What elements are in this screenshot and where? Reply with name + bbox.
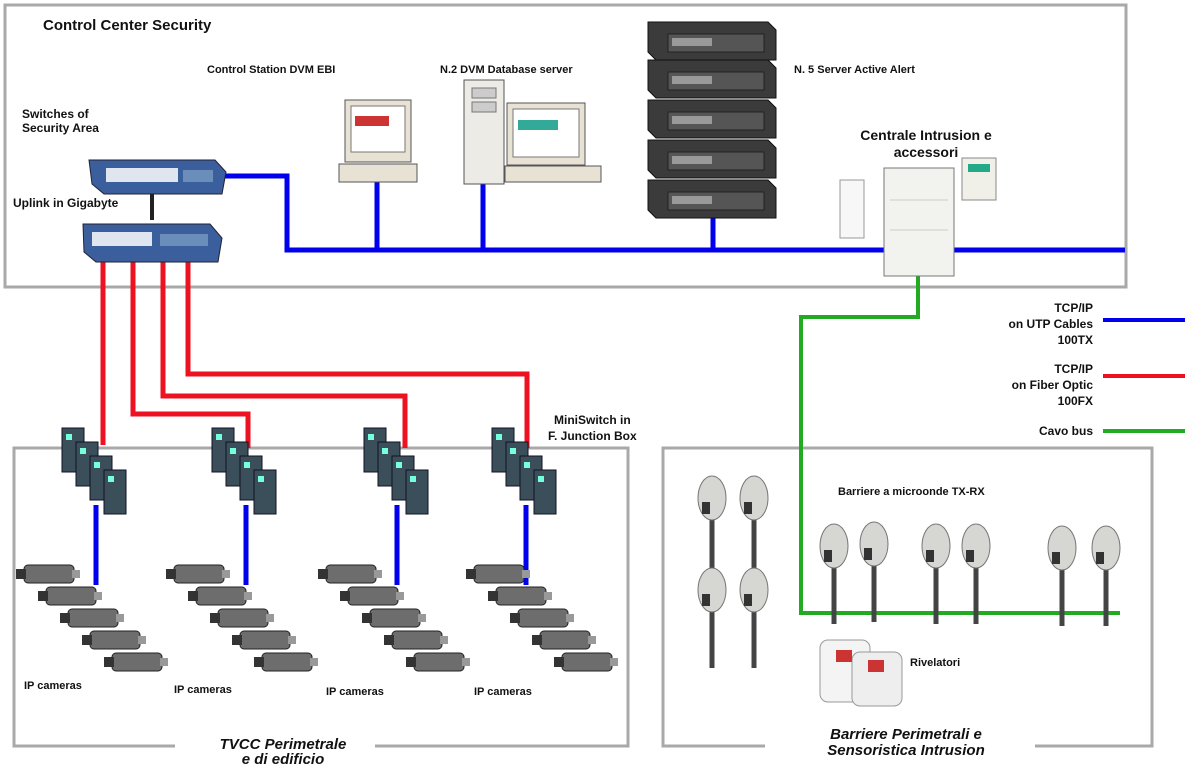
utp-network-lines — [93, 173, 1125, 585]
ip-camera — [166, 564, 230, 584]
microwave-barrier-8 — [961, 523, 991, 624]
control-center-frame — [3, 3, 1128, 289]
ip-camera — [16, 564, 80, 584]
ip-camera — [340, 586, 404, 606]
ip-camera — [466, 564, 530, 584]
legend-fiber-line1: TCP/IP — [1054, 362, 1093, 376]
barriere-area-title-line1: Barriere Perimetrali e — [830, 726, 982, 743]
barriere-label: Barriere a microonde TX-RX — [838, 486, 985, 498]
microwave-barrier-1 — [697, 475, 727, 576]
ip-camera — [210, 608, 274, 628]
microwave-barrier-2 — [739, 475, 769, 576]
microwave-barrier-7 — [921, 523, 951, 624]
ip-camera — [60, 608, 124, 628]
legend-fiber-line2: on Fiber Optic — [1012, 378, 1094, 392]
legend: TCP/IP on UTP Cables 100TX TCP/IP on Fib… — [1009, 301, 1185, 438]
switches-label-line2: Security Area — [22, 121, 99, 135]
active-alert-label: N. 5 Server Active Alert — [794, 64, 915, 76]
legend-utp-line3: 100TX — [1058, 333, 1093, 347]
ip-camera-group-1 — [16, 564, 168, 672]
mini-switch-3 — [363, 427, 429, 515]
ip-camera — [406, 652, 470, 672]
mini-switch-4 — [491, 427, 557, 515]
ip-camera — [488, 586, 552, 606]
microwave-barrier-3 — [697, 567, 727, 668]
centrale-label-line2: accessori — [894, 144, 959, 160]
control-station-label: Control Station DVM EBI — [207, 64, 335, 76]
centrale-label-line1: Centrale Intrusion e — [860, 127, 992, 143]
intrusion-detectors — [819, 639, 903, 707]
miniswitch-label-line2: F. Junction Box — [548, 429, 637, 443]
microwave-barrier-6 — [859, 521, 889, 622]
ip-camera — [104, 652, 168, 672]
rivelatori-label: Rivelatori — [910, 657, 960, 669]
intrusion-control-panel — [839, 157, 997, 277]
microwave-barrier-5 — [819, 523, 849, 624]
ip-camera — [254, 652, 318, 672]
ip-camera-group-3 — [318, 564, 470, 672]
ip-camera — [384, 630, 448, 650]
ip-camera — [82, 630, 146, 650]
active-alert-servers — [647, 21, 777, 219]
rack-server-4 — [647, 139, 777, 179]
rack-server-2 — [647, 59, 777, 99]
database-server — [463, 79, 602, 185]
ip-camera-group-2 — [166, 564, 318, 672]
ip-cameras-label-1: IP cameras — [24, 680, 82, 692]
db-server-label: N.2 DVM Database server — [440, 64, 573, 76]
legend-bus-line1: Cavo bus — [1039, 424, 1093, 438]
tvcc-area-title-line2: e di edificio — [242, 751, 325, 764]
rack-server-3 — [647, 99, 777, 139]
ip-camera-group-4 — [466, 564, 618, 672]
ip-camera — [554, 652, 618, 672]
microwave-barrier-9 — [1047, 525, 1077, 626]
ip-camera — [232, 630, 296, 650]
rack-server-5 — [647, 179, 777, 219]
uplink-label: Uplink in Gigabyte — [13, 196, 119, 210]
bus-cable-line — [799, 272, 1120, 615]
legend-utp-line1: TCP/IP — [1054, 301, 1093, 315]
miniswitch-label-line1: MiniSwitch in — [554, 413, 631, 427]
fiber-optic-lines — [100, 255, 530, 448]
ip-camera — [318, 564, 382, 584]
ip-camera — [188, 586, 252, 606]
microwave-barrier-10 — [1091, 525, 1121, 626]
security-switch-1 — [88, 159, 227, 195]
control-center-title: Control Center Security — [43, 17, 212, 34]
switches-label-line1: Switches of — [22, 107, 90, 121]
legend-fiber-line3: 100FX — [1058, 394, 1093, 408]
ip-camera — [532, 630, 596, 650]
mini-switch-1 — [61, 427, 127, 515]
ip-cameras-label-3: IP cameras — [326, 686, 384, 698]
ip-cameras-label-2: IP cameras — [174, 684, 232, 696]
microwave-barrier-4 — [739, 567, 769, 668]
ip-camera — [362, 608, 426, 628]
ip-camera — [38, 586, 102, 606]
rack-server-1 — [647, 21, 777, 61]
ip-camera — [510, 608, 574, 628]
barriere-area-title-line2: Sensoristica Intrusion — [827, 742, 985, 759]
mini-switch-2 — [211, 427, 277, 515]
tvcc-area-title-line1: TVCC Perimetrale — [220, 736, 347, 753]
ip-cameras-label-4: IP cameras — [474, 686, 532, 698]
control-station-computer — [338, 99, 418, 183]
legend-utp-line2: on UTP Cables — [1009, 317, 1094, 331]
security-switch-2 — [82, 223, 223, 263]
